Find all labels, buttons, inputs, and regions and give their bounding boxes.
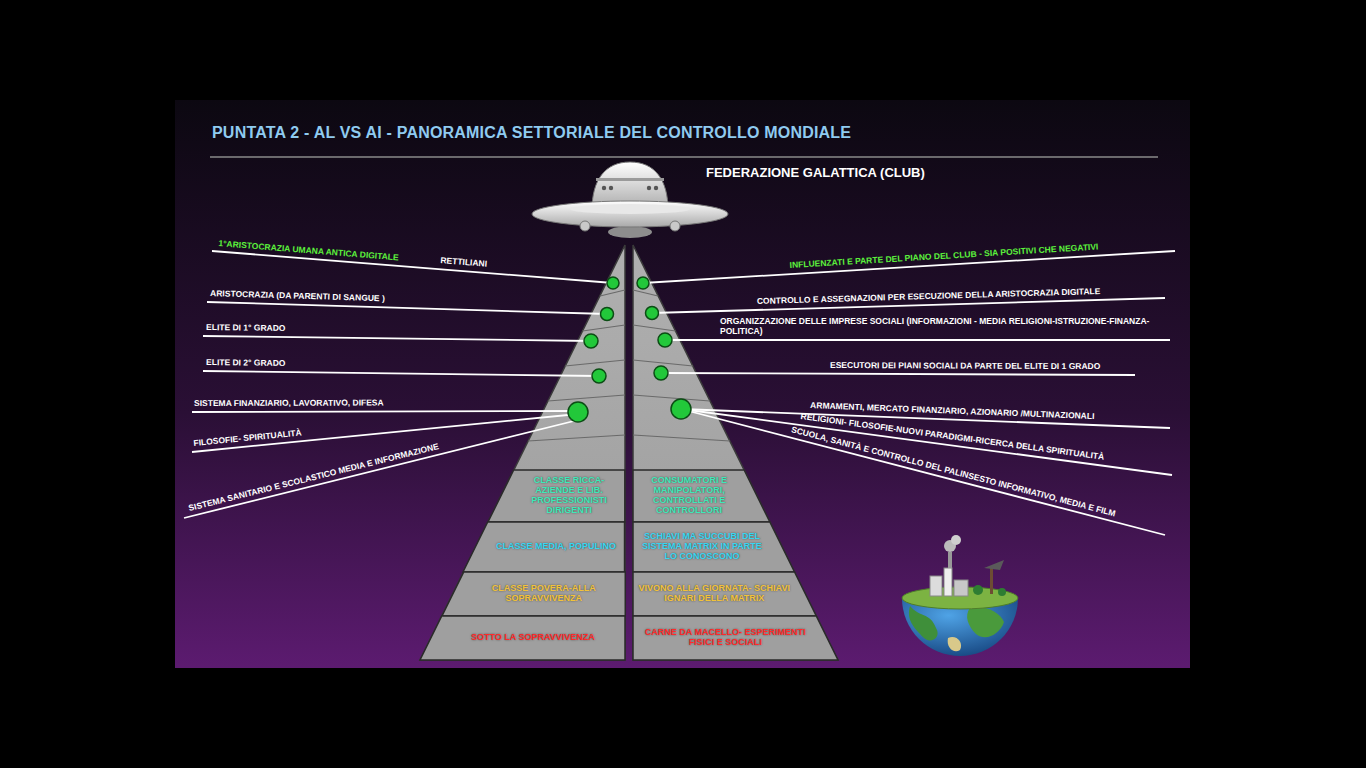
band-label: CONSUMATORI E MANIPOLATORI, CONTROLLATI …: [637, 476, 741, 516]
pyramid-band: CLASSE POVERA-ALLA SOPRAVVIVENZA: [442, 572, 625, 616]
leader-line: [207, 302, 607, 314]
level-dot: [568, 402, 588, 422]
ufo-illustration: [532, 162, 728, 238]
level-label: ELITE DI 2° GRADO: [206, 358, 286, 369]
band-text-area: VIVONO ALLA GIORNATA- SCHIAVI IGNARI DEL…: [637, 574, 792, 614]
leader-line: [203, 336, 591, 341]
level-dot: [607, 277, 619, 289]
band-outline: [633, 522, 795, 572]
band-label: CLASSE POVERA-ALLA SOPRAVVIVENZA: [466, 584, 621, 604]
band-label: CARNE DA MACELLO- ESPERIMENTI FISICI E S…: [637, 628, 813, 648]
band-outline: [633, 572, 816, 616]
club-label: FEDERAZIONE GALATTICA (CLUB): [706, 166, 925, 181]
leader-line: [661, 373, 1135, 375]
diagram-title: PUNTATA 2 - AL VS AI - PANORAMICA SETTOR…: [212, 124, 851, 142]
band-outline: [633, 470, 770, 522]
pyramid-band: CLASSE MEDIA, POPULINO: [463, 522, 625, 572]
band-text-area: CLASSE RICCA-AZIENDE E LIB. PROFESSIONIS…: [517, 472, 621, 520]
level-dot: [601, 308, 614, 321]
band-label: CLASSE RICCA-AZIENDE E LIB. PROFESSIONIS…: [517, 476, 621, 516]
leader-line: [192, 414, 578, 452]
band-outline: [442, 572, 625, 616]
earth-illustration: [902, 535, 1018, 656]
level-label: ESECUTORI DEI PIANI SOCIALI DA PARTE DEL…: [830, 361, 1100, 372]
level-label: CONTROLLO E ASSEGNAZIONI PER ESECUZIONE …: [757, 287, 1101, 307]
level-dot: [584, 334, 598, 348]
pyramid-band: SOTTO LA SOPRAVVIVENZA: [420, 616, 625, 660]
level-label: FILOSOFIE- SPIRITUALITÀ: [193, 428, 302, 448]
pyramid: [420, 245, 838, 660]
panel: [175, 100, 1190, 668]
level-dot: [658, 333, 672, 347]
band-text-area: CARNE DA MACELLO- ESPERIMENTI FISICI E S…: [637, 618, 813, 658]
level-label: SISTEMA FINANZIARIO, LAVORATIVO, DIFESA: [194, 399, 384, 409]
band-label: SCHIAVI MA SUCCUBI DEL SISTEMA MATRIX IN…: [637, 532, 767, 562]
band-label: CLASSE MEDIA, POPULINO: [496, 542, 616, 552]
level-dot: [654, 366, 668, 380]
level-label: SISTEMA SANITARIO E SCOLASTICO MEDIA E I…: [188, 442, 440, 514]
level-label: 1°ARISTOCRAZIA UMANA ANTICA DIGITALE: [218, 239, 399, 263]
band-text-area: SOTTO LA SOPRAVVIVENZA: [445, 618, 621, 658]
pyramid-band: VIVONO ALLA GIORNATA- SCHIAVI IGNARI DEL…: [633, 572, 816, 616]
level-label: ELITE DI 1° GRADO: [206, 323, 286, 334]
pyramid-band: CARNE DA MACELLO- ESPERIMENTI FISICI E S…: [633, 616, 838, 660]
pyramid-band: SCHIAVI MA SUCCUBI DEL SISTEMA MATRIX IN…: [633, 522, 795, 572]
level-label: RETTILIANI: [440, 256, 487, 269]
band-text-area: CLASSE MEDIA, POPULINO: [491, 524, 621, 570]
band-outline: [488, 470, 625, 522]
leader-line: [665, 339, 1170, 341]
leader-line: [203, 371, 599, 376]
band-text-area: SCHIAVI MA SUCCUBI DEL SISTEMA MATRIX IN…: [637, 524, 767, 570]
title-rule: [210, 156, 1158, 158]
level-dot: [592, 369, 606, 383]
band-label: VIVONO ALLA GIORNATA- SCHIAVI IGNARI DEL…: [637, 584, 792, 604]
band-label: SOTTO LA SOPRAVVIVENZA: [471, 633, 595, 643]
level-label: ORGANIZZAZIONE DELLE IMPRESE SOCIALI (IN…: [720, 317, 1165, 337]
pyramid-band: CLASSE RICCA-AZIENDE E LIB. PROFESSIONIS…: [488, 470, 625, 522]
level-dot: [646, 307, 659, 320]
leader-line: [212, 251, 613, 283]
band-outline: [420, 616, 625, 660]
level-label: INFLUENZATI E PARTE DEL PIANO DEL CLUB -…: [789, 243, 1098, 271]
band-text-area: CONSUMATORI E MANIPOLATORI, CONTROLLATI …: [637, 472, 741, 520]
level-dot: [671, 399, 691, 419]
band-outline: [633, 616, 838, 660]
level-label: ARISTOCRAZIA (DA PARENTI DI SANGUE ): [210, 289, 385, 304]
band-outline: [463, 522, 625, 572]
leader-line: [192, 411, 578, 412]
level-dot: [637, 277, 649, 289]
band-text-area: CLASSE POVERA-ALLA SOPRAVVIVENZA: [466, 574, 621, 614]
pyramid-band: CONSUMATORI E MANIPOLATORI, CONTROLLATI …: [633, 470, 770, 522]
